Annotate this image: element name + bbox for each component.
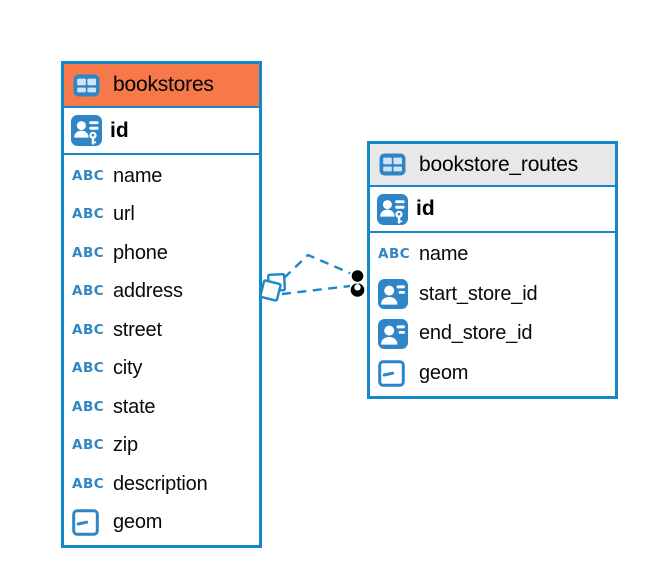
text-type-icon: ABC — [72, 206, 105, 222]
table-node-bookstore-routes[interactable]: bookstore_routes id ABC — [367, 141, 618, 399]
column-name: end_store_id — [419, 322, 533, 345]
column-row[interactable]: ABC name — [370, 235, 615, 275]
table-icon — [379, 153, 406, 176]
column-name: id — [110, 118, 129, 142]
column-row[interactable]: ABC state — [64, 388, 259, 427]
column-row[interactable]: start_store_id — [370, 275, 615, 315]
column-name: geom — [419, 361, 469, 384]
column-name: start_store_id — [419, 282, 538, 305]
column-name: state — [113, 395, 156, 418]
column-name: zip — [113, 434, 138, 457]
foreign-key-icon — [378, 279, 419, 310]
foreign-key-icon — [378, 318, 419, 349]
primary-key-icon — [71, 115, 102, 146]
primary-key-icon — [377, 193, 408, 225]
table-header-bookstores[interactable]: bookstores — [64, 64, 259, 108]
column-row[interactable]: geom — [64, 504, 259, 543]
relation-source-marker[interactable] — [259, 272, 287, 302]
column-row[interactable]: ABC phone — [64, 234, 259, 273]
text-type-icon: ABC — [72, 167, 105, 184]
relation-line-upper[interactable] — [283, 253, 353, 279]
text-type-icon: ABC — [378, 246, 411, 262]
column-row[interactable]: ABC description — [64, 465, 259, 504]
table-title: bookstores — [113, 73, 214, 96]
column-name: description — [113, 472, 208, 495]
table-header-bookstore-routes[interactable]: bookstore_routes — [370, 144, 615, 187]
column-row[interactable]: ABC address — [64, 273, 259, 312]
column-row-pk[interactable]: id — [370, 187, 615, 233]
column-name: city — [113, 357, 143, 380]
column-name: geom — [113, 511, 163, 534]
column-name: id — [416, 197, 435, 220]
column-name: address — [113, 280, 183, 303]
column-row[interactable]: ABC city — [64, 350, 259, 389]
column-row[interactable]: geom — [370, 354, 615, 394]
column-name: phone — [113, 241, 168, 264]
table-title: bookstore_routes — [419, 152, 579, 176]
column-row-pk[interactable]: id — [64, 108, 259, 155]
text-type-icon: ABC — [72, 437, 105, 453]
column-row[interactable]: ABC street — [64, 311, 259, 350]
text-type-icon: ABC — [72, 398, 105, 415]
column-name: name — [419, 243, 469, 266]
column-row[interactable]: ABC name — [64, 157, 259, 196]
column-row[interactable]: ABC url — [64, 196, 259, 235]
geometry-type-icon — [378, 359, 419, 387]
column-name: street — [113, 318, 162, 341]
column-name: url — [113, 203, 135, 226]
table-node-bookstores[interactable]: bookstores id ABC — [61, 61, 262, 548]
text-type-icon: ABC — [72, 283, 105, 299]
table-columns: ABC name ABC url ABC phone ABC address A… — [64, 155, 259, 545]
text-type-icon: ABC — [72, 360, 105, 376]
text-type-icon: ABC — [72, 475, 105, 492]
text-type-icon: ABC — [72, 244, 105, 261]
column-row[interactable]: ABC zip — [64, 427, 259, 466]
geometry-type-icon — [72, 509, 113, 537]
text-type-icon: ABC — [72, 321, 105, 338]
table-icon — [73, 74, 100, 97]
relation-line-lower[interactable] — [281, 284, 351, 296]
relation-target-marker[interactable] — [349, 268, 366, 297]
column-name: name — [113, 164, 163, 187]
column-row[interactable]: end_store_id — [370, 314, 615, 354]
table-columns: ABC name start_store_id — [370, 233, 615, 396]
